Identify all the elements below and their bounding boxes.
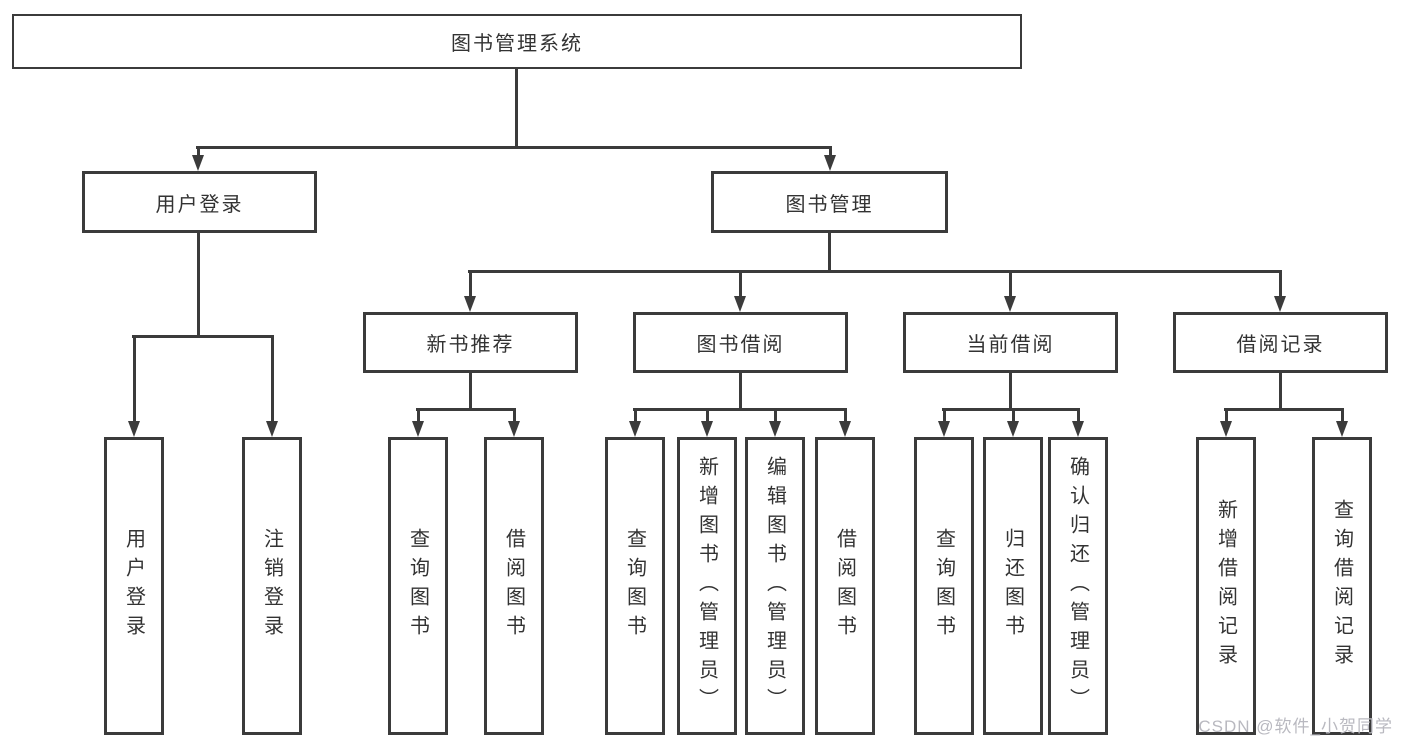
arrow-down-to-user-login: [192, 146, 204, 171]
arrow-down-leaf: [412, 408, 424, 437]
leaf-user-login: 用户登录: [104, 437, 164, 735]
connector-current-borrowing-stub: [1009, 373, 1012, 408]
arrow-down-leaf: [839, 408, 851, 437]
arrow-down-to-current-borrowing: [1004, 270, 1016, 312]
leaf-borrow-books-recommend: 借阅图书: [484, 437, 544, 735]
arrow-down-leaf: [1007, 408, 1019, 437]
leaf-borrow-books: 借阅图书: [815, 437, 875, 735]
node-book-borrowing: 图书借阅: [633, 312, 848, 373]
connector-book-management-stub: [828, 233, 831, 270]
arrow-down-leaf: [1072, 408, 1084, 437]
node-user-login: 用户登录: [82, 171, 317, 233]
connector-root-stub: [515, 69, 518, 146]
connector-root-rail: [196, 146, 832, 149]
leaf-add-books-admin: 新增图书（管理员）: [677, 437, 737, 735]
connector-borrowing-records-stub: [1279, 373, 1282, 408]
connector-book-borrowing-rail: [633, 408, 847, 411]
arrow-down-leaf: [769, 408, 781, 437]
connector-book-borrowing-stub: [739, 373, 742, 408]
connector-new-book-stub: [469, 373, 472, 408]
connector-book-management-rail: [468, 270, 1282, 273]
arrow-down-to-leaf-logout: [266, 335, 278, 437]
leaf-add-borrow-record: 新增借阅记录: [1196, 437, 1256, 735]
node-new-book-recommend: 新书推荐: [363, 312, 578, 373]
arrow-down-to-borrowing-records: [1274, 270, 1286, 312]
arrow-down-leaf: [701, 408, 713, 437]
leaf-query-books-borrow: 查询图书: [605, 437, 665, 735]
node-current-borrowing: 当前借阅: [903, 312, 1118, 373]
connector-new-book-rail: [416, 408, 516, 411]
node-book-management: 图书管理: [711, 171, 948, 233]
connector-borrowing-records-rail: [1224, 408, 1344, 411]
node-borrowing-records: 借阅记录: [1173, 312, 1388, 373]
arrow-down-to-leaf-user-login: [128, 335, 140, 437]
arrow-down-to-new-book-recommend: [464, 270, 476, 312]
arrow-down-to-book-management: [824, 146, 836, 171]
arrow-down-leaf: [629, 408, 641, 437]
leaf-query-books-current: 查询图书: [914, 437, 974, 735]
leaf-return-books: 归还图书: [983, 437, 1043, 735]
arrow-down-leaf: [1220, 408, 1232, 437]
arrow-down-leaf: [938, 408, 950, 437]
connector-user-login-stub: [197, 233, 200, 335]
leaf-logout: 注销登录: [242, 437, 302, 735]
arrow-down-to-book-borrowing: [734, 270, 746, 312]
connector-user-login-rail: [132, 335, 274, 338]
leaf-edit-books-admin: 编辑图书（管理员）: [745, 437, 805, 735]
arrow-down-leaf: [508, 408, 520, 437]
leaf-query-borrow-record: 查询借阅记录: [1312, 437, 1372, 735]
node-library-management-system: 图书管理系统: [12, 14, 1022, 69]
leaf-query-books-recommend: 查询图书: [388, 437, 448, 735]
arrow-down-leaf: [1336, 408, 1348, 437]
leaf-confirm-return-admin: 确认归还（管理员）: [1048, 437, 1108, 735]
connector-current-borrowing-rail: [942, 408, 1080, 411]
csdn-watermark: CSDN @软件_小贺同学: [1198, 717, 1393, 736]
